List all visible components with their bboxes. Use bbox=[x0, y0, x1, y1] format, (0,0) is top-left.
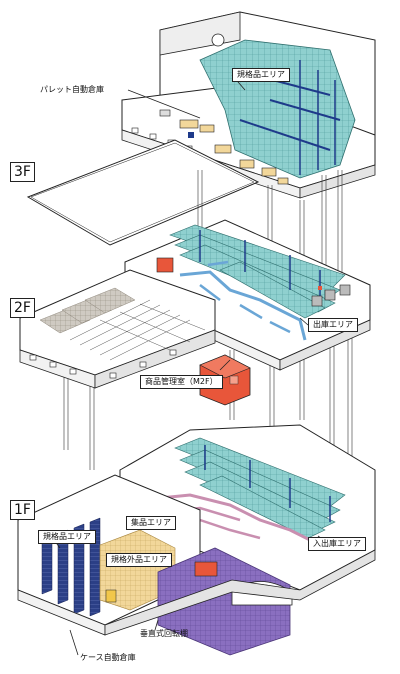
floor-3f-structure bbox=[26, 11, 376, 246]
label-picking-area: 集品エリア bbox=[126, 516, 176, 530]
floor-label-2f: 2F bbox=[10, 298, 35, 318]
label-vertical-carousel: 垂直式回転棚 bbox=[140, 629, 188, 638]
label-case-warehouse: ケース自動倉庫 bbox=[80, 653, 136, 662]
label-product-control-room: 商品管理室（M2F） bbox=[140, 375, 223, 389]
label-nonstandard-area: 規格外品エリア bbox=[106, 553, 172, 567]
floor-label-3f: 3F bbox=[10, 162, 35, 182]
label-standard-area-1f: 規格品エリア bbox=[38, 530, 96, 544]
floor-label-1f: 1F bbox=[10, 500, 35, 520]
label-shipping-area: 出庫エリア bbox=[308, 318, 358, 332]
label-pallet-warehouse: パレット自動倉庫 bbox=[40, 85, 104, 94]
label-inout-area: 入出庫エリア bbox=[308, 537, 366, 551]
floor-2f-structure bbox=[19, 219, 371, 389]
label-standard-area-3f: 規格品エリア bbox=[232, 68, 290, 82]
